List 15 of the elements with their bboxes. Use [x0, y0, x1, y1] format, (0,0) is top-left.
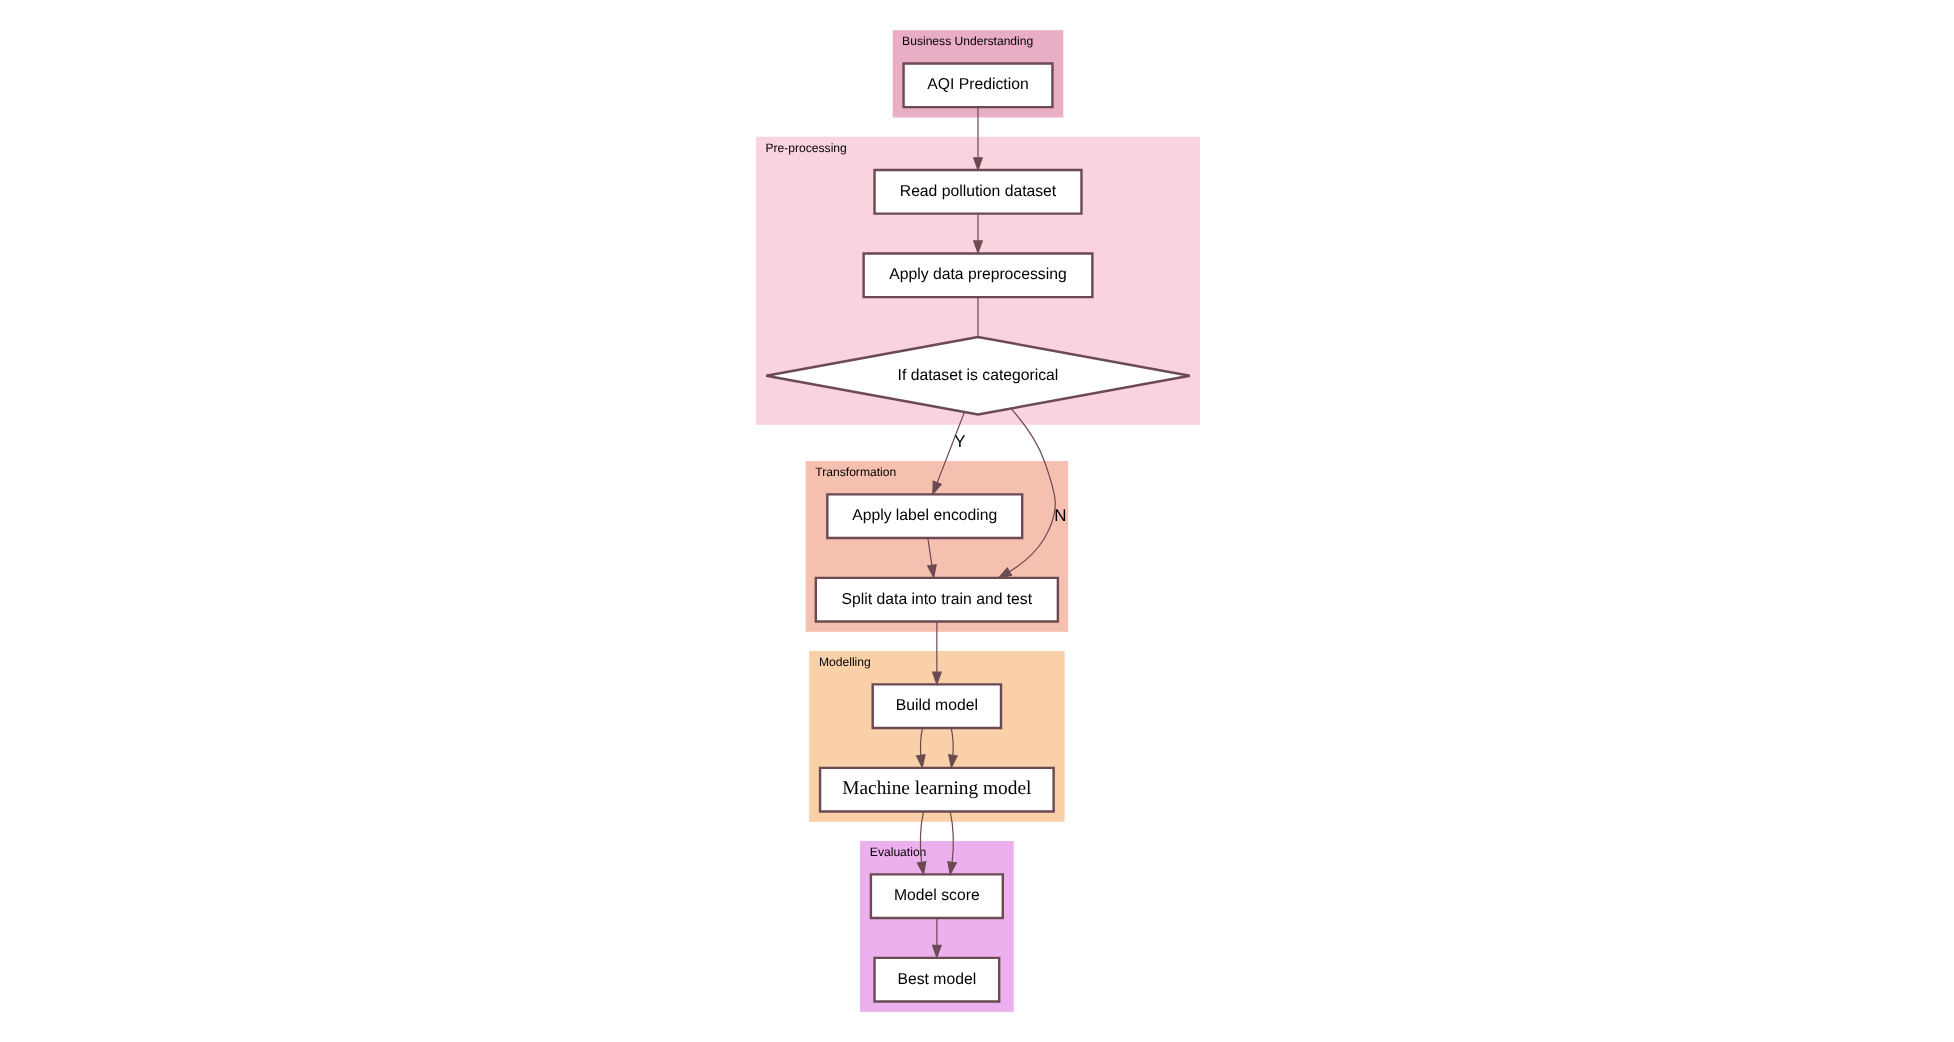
- arrow: [971, 213, 983, 255]
- node-box: Machine learning model: [817, 766, 1054, 813]
- arrow: [925, 537, 936, 580]
- arrow: [930, 621, 941, 687]
- edge-label: Y: [953, 431, 965, 452]
- arrow: [931, 411, 965, 496]
- arrow: [996, 408, 1055, 579]
- arrow: [914, 727, 925, 770]
- arrow: [915, 811, 926, 877]
- connector: [976, 296, 978, 338]
- edge-label: N: [1053, 504, 1066, 525]
- arrow: [971, 106, 983, 172]
- arrow: [946, 727, 958, 770]
- arrow: [930, 917, 941, 960]
- arrow: [946, 811, 957, 877]
